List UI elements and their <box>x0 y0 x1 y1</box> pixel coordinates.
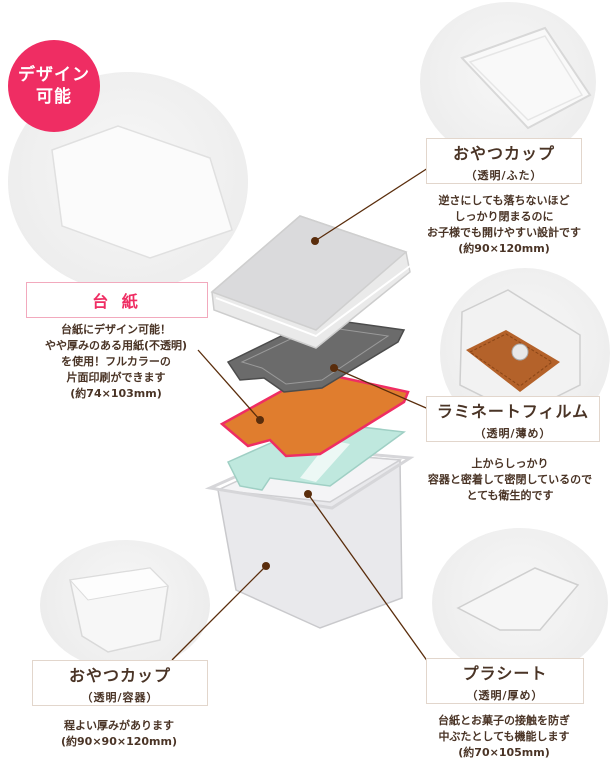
laminate-description: 上からしっかり 容器と密着して密閉しているので とても衛生的です <box>412 456 608 504</box>
plastic-sheet-subtitle: （透明/厚め） <box>466 688 544 702</box>
card-desc-line: 片面印刷ができます <box>66 371 166 384</box>
container-subtitle: （透明/容器） <box>81 690 159 704</box>
laminate-subtitle: （透明/薄め） <box>474 426 552 440</box>
lid-shape <box>210 215 411 349</box>
lid-photo <box>460 26 592 130</box>
card-desc-line: (約74×103mm) <box>70 387 162 400</box>
lid-title: おやつカップ <box>452 143 555 163</box>
plastic-sheet-description: 台紙とお菓子の接触を防ぎ 中ぶたとしても機能します (約70×105mm) <box>414 713 594 761</box>
laminate-label-box: ラミネートフィルム （透明/薄め） <box>426 396 600 442</box>
laminate-desc-line: 容器と密着して密閉しているので <box>427 473 593 486</box>
card-label-box: 台 紙 <box>26 282 208 318</box>
leader-dots <box>256 237 338 570</box>
container-label-box: おやつカップ （透明/容器） <box>32 660 208 706</box>
plastic-sheet-desc-line: (約70×105mm) <box>458 746 550 759</box>
laminate-desc-line: とても衛生的です <box>466 489 554 502</box>
laminate-desc-line: 上からしっかり <box>471 457 549 470</box>
plastic-sheet-photo <box>456 567 580 631</box>
container-title: おやつカップ <box>68 665 171 685</box>
card-desc-line: を使用！フルカラーの <box>61 355 171 368</box>
plastic-sheet-desc-line: 中ぶたとしても機能します <box>438 730 570 743</box>
card-desc-line: やや厚みのある用紙(不透明) <box>44 339 188 352</box>
plastic-sheet-title: プラシート <box>462 663 548 683</box>
card-desc-line: 台紙にデザイン可能！ <box>61 323 171 336</box>
design-available-badge: デザイン 可能 <box>8 40 100 132</box>
laminate-photo <box>459 289 581 416</box>
lid-desc-line: お子様でも開けやすい設計です <box>427 226 581 239</box>
lid-desc-line: (約90×120mm) <box>458 242 550 255</box>
plastic-sheet-desc-line: 台紙とお菓子の接触を防ぎ <box>438 714 570 727</box>
card-shape <box>219 370 410 458</box>
leader-lines <box>171 167 441 663</box>
laminate-title: ラミネートフィルム <box>436 401 590 421</box>
lid-desc-line: しっかり閉まるのに <box>454 210 554 223</box>
lid-label-box: おやつカップ （透明/ふた） <box>426 138 582 184</box>
container-photo <box>69 567 170 653</box>
plastic-sheet-label-box: プラシート （透明/厚め） <box>426 658 584 704</box>
badge-line-2: 可能 <box>36 87 72 107</box>
container-desc-line: (約90×90×120mm) <box>61 735 177 748</box>
card-photo <box>51 125 233 259</box>
card-title: 台 紙 <box>92 292 142 311</box>
lid-subtitle: （透明/ふた） <box>465 168 543 182</box>
lid-desc-line: 逆さにしても落ちないほど <box>438 194 570 207</box>
card-description: 台紙にデザイン可能！ やや厚みのある用紙(不透明) を使用！フルカラーの 片面印… <box>22 322 210 402</box>
lid-description: 逆さにしても落ちないほど しっかり閉まるのに お子様でも開けやすい設計です (約… <box>418 193 590 257</box>
badge-line-1: デザイン <box>18 65 90 85</box>
container-description: 程よい厚みがあります (約90×90×120mm) <box>30 718 208 750</box>
container-desc-line: 程よい厚みがあります <box>64 719 174 732</box>
